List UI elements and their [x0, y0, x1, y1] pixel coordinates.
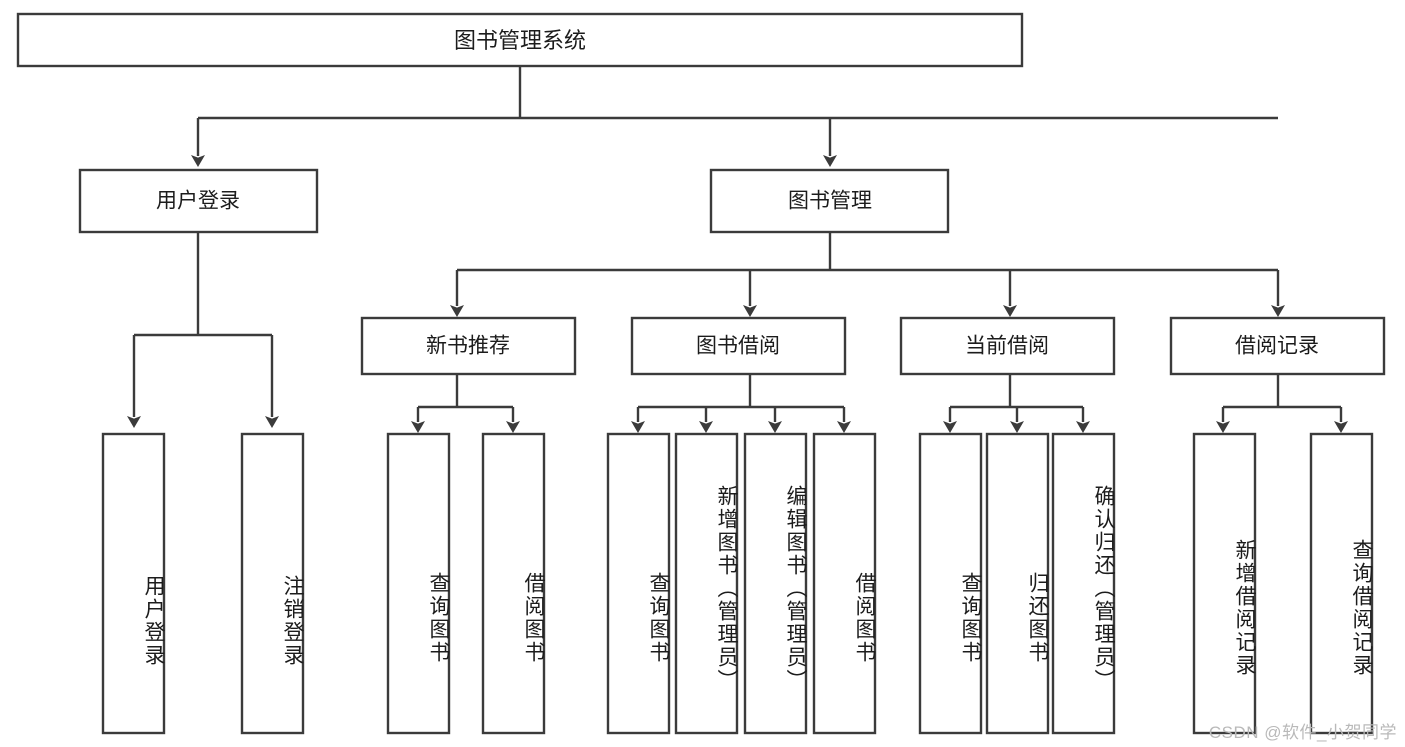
node-book-manage-label: 图书管理	[788, 190, 872, 213]
leaf-box-query-book-3[interactable]	[918, 432, 983, 735]
node-new-book-recommend-label: 新书推荐	[426, 335, 510, 358]
node-new-book-recommend[interactable]: 新书推荐	[360, 316, 577, 376]
node-current-borrow-box[interactable]	[899, 316, 1116, 376]
node-book-manage-box[interactable]	[709, 168, 950, 234]
leaf-boxes	[101, 432, 1374, 735]
node-borrow-record-label: 借阅记录	[1235, 335, 1319, 358]
connector-group-new-book-recommend-to-leaves	[411, 374, 520, 433]
node-current-borrow[interactable]: 当前借阅	[899, 316, 1116, 376]
leaf-box-borrow-book-1[interactable]	[481, 432, 546, 735]
node-root-box[interactable]	[16, 12, 1024, 68]
node-new-book-recommend-box[interactable]	[360, 316, 577, 376]
csdn-watermark: CSDN @软件_小贺同学	[1208, 723, 1397, 742]
leaf-box-confirm-return[interactable]	[1051, 432, 1116, 735]
leaf-box-return-book[interactable]	[985, 432, 1050, 735]
node-user-login-box[interactable]	[78, 168, 319, 234]
leaf-box-edit-book[interactable]	[743, 432, 808, 735]
node-borrow-record[interactable]: 借阅记录	[1169, 316, 1386, 376]
connector-group-current-borrow-to-leaves	[943, 374, 1090, 433]
leaf-box-query-book-2[interactable]	[606, 432, 671, 735]
leaf-box-borrow-book-2[interactable]	[812, 432, 877, 735]
node-current-borrow-label: 当前借阅	[965, 335, 1049, 358]
node-borrow-record-box[interactable]	[1169, 316, 1386, 376]
node-user-login[interactable]: 用户登录	[78, 168, 319, 234]
leaf-box-user-login[interactable]	[101, 432, 166, 735]
leaf-box-query-record[interactable]	[1309, 432, 1374, 735]
node-book-borrow-label: 图书借阅	[696, 335, 780, 358]
connector-group-borrow-record-to-leaves	[1216, 374, 1348, 433]
node-root-label: 图书管理系统	[454, 28, 586, 53]
node-root[interactable]: 图书管理系统	[16, 12, 1024, 68]
leaf-box-logout-login[interactable]	[240, 432, 305, 735]
connector-group-root-to-level2	[191, 66, 1278, 167]
node-book-borrow[interactable]: 图书借阅	[630, 316, 847, 376]
connector-group-book-manage-to-level3	[450, 232, 1285, 317]
node-book-borrow-box[interactable]	[630, 316, 847, 376]
leaf-box-add-book[interactable]	[674, 432, 739, 735]
leaf-box-add-record[interactable]	[1192, 432, 1257, 735]
node-book-manage[interactable]: 图书管理	[709, 168, 950, 234]
connector-group-user-login-to-leaves	[127, 232, 279, 428]
leaf-box-query-book-1[interactable]	[386, 432, 451, 735]
connector-group-book-borrow-to-leaves	[631, 374, 851, 433]
node-user-login-label: 用户登录	[156, 190, 240, 213]
